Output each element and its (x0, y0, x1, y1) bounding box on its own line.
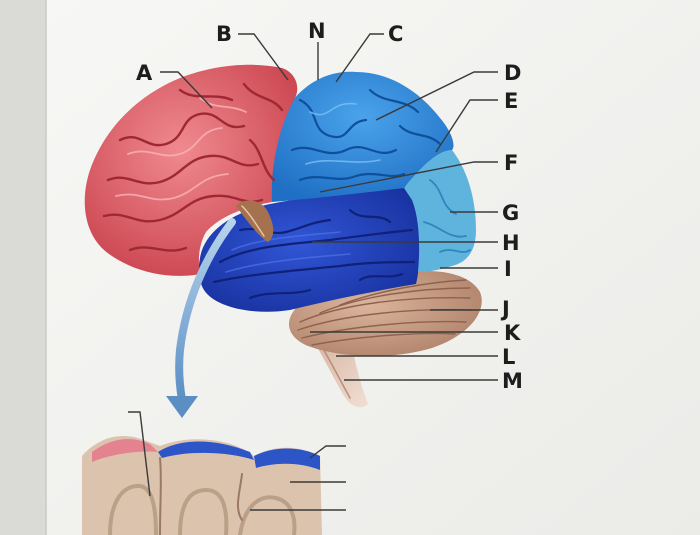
label-F: F (504, 151, 518, 175)
label-E: E (504, 89, 518, 113)
label-L: L (502, 345, 515, 369)
label-H: H (502, 231, 520, 255)
cortex-slice (82, 436, 322, 535)
label-G: G (502, 201, 519, 225)
label-M: M (502, 369, 523, 393)
label-C: C (388, 22, 403, 46)
label-B: B (216, 22, 232, 46)
label-J: J (500, 297, 510, 321)
label-K: K (504, 321, 521, 345)
label-D: D (504, 61, 521, 85)
label-N: N (308, 19, 326, 43)
label-A: A (136, 61, 153, 85)
label-I: I (504, 257, 512, 281)
